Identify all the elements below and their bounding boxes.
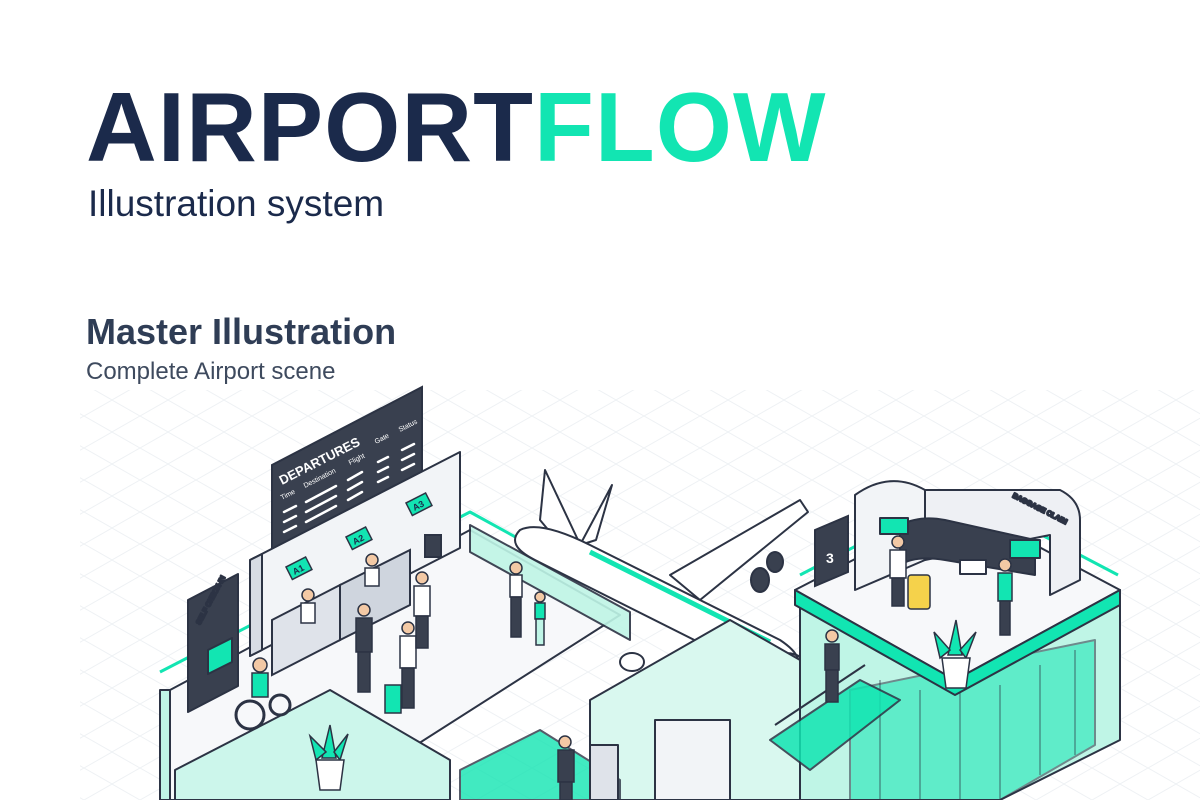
section-subtitle: Complete Airport scene [86, 358, 336, 385]
lower-floor [459, 619, 801, 800]
counter-a3-label: A3 [411, 499, 426, 513]
page-subtitle: Illustration system [88, 183, 385, 224]
baggage-carousel: BAGGAGE CLAIM [854, 480, 1081, 596]
section-title: Master Illustration [86, 311, 397, 352]
carousel-number-sign: 3 [814, 514, 849, 588]
passengers [234, 535, 1013, 800]
plant-icon [308, 724, 349, 791]
title-airport: AIRPORT [86, 72, 534, 182]
counter-signs: A1 A2 A3 [284, 492, 433, 581]
plant-icon [933, 619, 977, 689]
page-title: AIRPORTFLOW [86, 78, 826, 176]
carousel-number: 3 [826, 550, 834, 566]
counter-a2-label: A2 [351, 533, 366, 547]
counter-a1-label: A1 [291, 563, 306, 577]
title-flow: FLOW [534, 72, 827, 182]
